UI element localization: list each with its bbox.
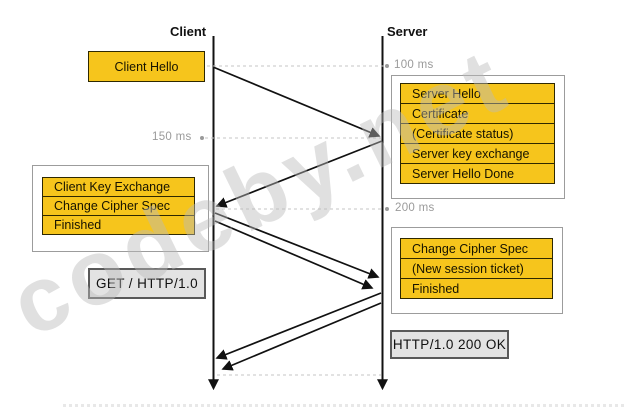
client-hello-message-box: Client Hello xyxy=(88,51,205,82)
time-label-100ms: 100 ms xyxy=(394,59,434,71)
message-row: Server Hello Done xyxy=(400,163,555,184)
message-row: Certificate xyxy=(400,103,555,124)
message-row: Finished xyxy=(42,215,195,235)
client-flight2-group: Client Key Exchange Change Cipher Spec F… xyxy=(32,165,209,252)
server-http-response-arrow xyxy=(221,302,382,371)
http-response-box: HTTP/1.0 200 OK xyxy=(390,330,509,359)
time-label-200ms: 200 ms xyxy=(395,202,435,214)
message-row: (Certificate status) xyxy=(400,123,555,144)
message-row: Change Cipher Spec xyxy=(42,196,195,216)
server-actor-label: Server xyxy=(387,24,428,39)
server-hello-arrow xyxy=(215,140,383,208)
timeline-100ms-dot xyxy=(385,64,389,68)
server-flight2-group: Change Cipher Spec (New session ticket) … xyxy=(391,227,563,314)
bottom-texture-line xyxy=(63,404,624,413)
http-request-box: GET / HTTP/1.0 xyxy=(88,268,206,299)
message-row: Server Hello xyxy=(400,83,555,104)
time-label-150ms: 150 ms xyxy=(152,131,192,143)
timeline-200ms-dot xyxy=(385,207,389,211)
client-actor-label: Client xyxy=(170,24,207,39)
message-row: (New session ticket) xyxy=(400,258,553,279)
message-row: Client Key Exchange xyxy=(42,177,195,197)
server-finished-arrow xyxy=(215,292,382,360)
timeline-150ms-dot xyxy=(200,136,204,140)
message-row: Change Cipher Spec xyxy=(400,238,553,259)
client-get-request-arrow xyxy=(214,220,374,290)
client-key-exchange-arrow xyxy=(214,212,380,279)
message-row: Server key exchange xyxy=(400,143,555,164)
client-hello-arrow xyxy=(212,66,381,138)
server-flight1-group: Server Hello Certificate (Certificate st… xyxy=(391,75,565,199)
message-row: Finished xyxy=(400,278,553,299)
